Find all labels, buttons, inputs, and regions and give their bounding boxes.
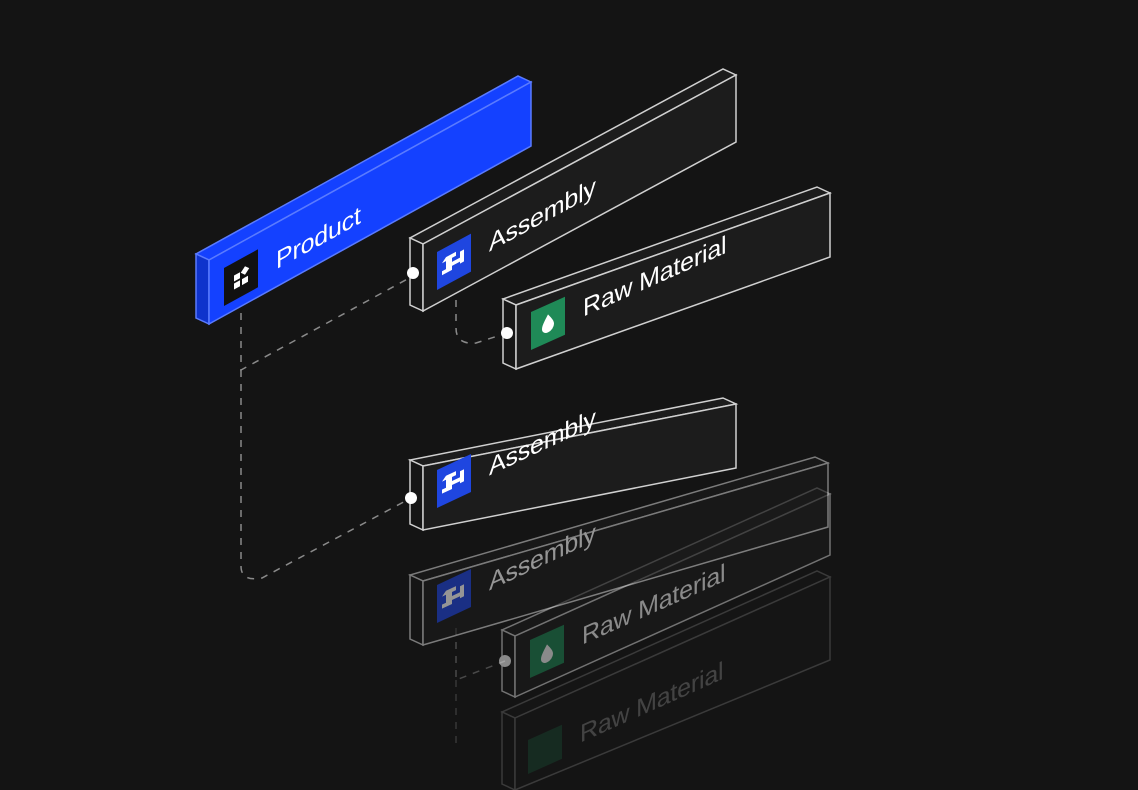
raw-material-icon	[528, 724, 562, 774]
connector-product-assembly-2	[240, 370, 412, 580]
connection-dot	[501, 327, 513, 339]
connector-assembly-3-raw-material-2	[455, 628, 506, 682]
connector-assembly-1-raw-material-1	[455, 300, 508, 344]
node-assembly-3[interactable]: Assembly	[407, 456, 831, 647]
connection-dot	[499, 655, 511, 667]
node-raw-material-3[interactable]: Raw Material	[500, 570, 832, 790]
connection-dot	[405, 492, 417, 504]
product-icon	[224, 249, 258, 306]
connectors	[240, 275, 508, 745]
connection-dot	[407, 267, 419, 279]
